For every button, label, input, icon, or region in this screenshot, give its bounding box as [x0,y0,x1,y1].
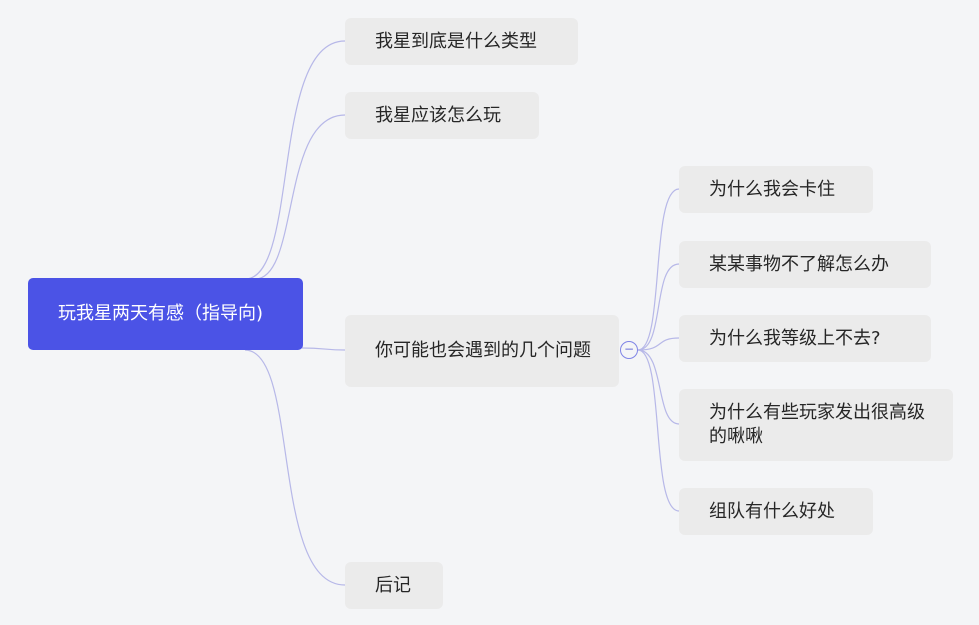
connector-branch-3-to-sub-5 [637,349,680,512]
sub-topic-advanced-chirps[interactable]: 为什么有些玩家发出很高级的啾啾 [679,389,953,461]
connector-branch-3-to-sub-3 [637,337,680,351]
root-topic[interactable]: 玩我星两天有感（指导向) [28,278,303,350]
collapse-toggle-icon[interactable]: − [620,341,638,359]
branch-topic-questions[interactable]: 你可能也会遇到的几个问题 [345,315,619,387]
sub-topic-label: 为什么有些玩家发出很高级的啾啾 [709,402,925,447]
branch-topic-type[interactable]: 我星到底是什么类型 [345,18,578,65]
connector-root-to-branch-1 [244,40,346,280]
connector-root-to-branch-2 [254,114,346,280]
sub-topic-label: 为什么我等级上不去? [709,327,881,349]
root-topic-label: 玩我星两天有感（指导向) [58,303,264,324]
connector-root-to-branch-3 [301,347,346,351]
connector-root-to-branch-4 [244,349,346,586]
branch-topic-label: 我星应该怎么玩 [375,104,501,126]
connector-branch-3-to-sub-1 [637,188,680,351]
branch-topic-label: 后记 [375,574,411,596]
sub-topic-label: 某某事物不了解怎么办 [709,253,889,275]
sub-topic-label: 为什么我会卡住 [709,178,835,200]
sub-topic-level[interactable]: 为什么我等级上不去? [679,315,931,362]
sub-topic-stuck[interactable]: 为什么我会卡住 [679,166,873,213]
branch-topic-label: 你可能也会遇到的几个问题 [375,340,591,361]
branch-topic-afterword[interactable]: 后记 [345,562,443,609]
sub-topic-label: 组队有什么好处 [709,500,835,522]
connector-branch-3-to-sub-2 [637,263,680,351]
sub-topic-team-benefits[interactable]: 组队有什么好处 [679,488,873,535]
branch-topic-label: 我星到底是什么类型 [375,30,537,52]
connector-branch-3-to-sub-4 [637,349,680,425]
branch-topic-how-to-play[interactable]: 我星应该怎么玩 [345,92,539,139]
sub-topic-unknown-things[interactable]: 某某事物不了解怎么办 [679,241,931,288]
